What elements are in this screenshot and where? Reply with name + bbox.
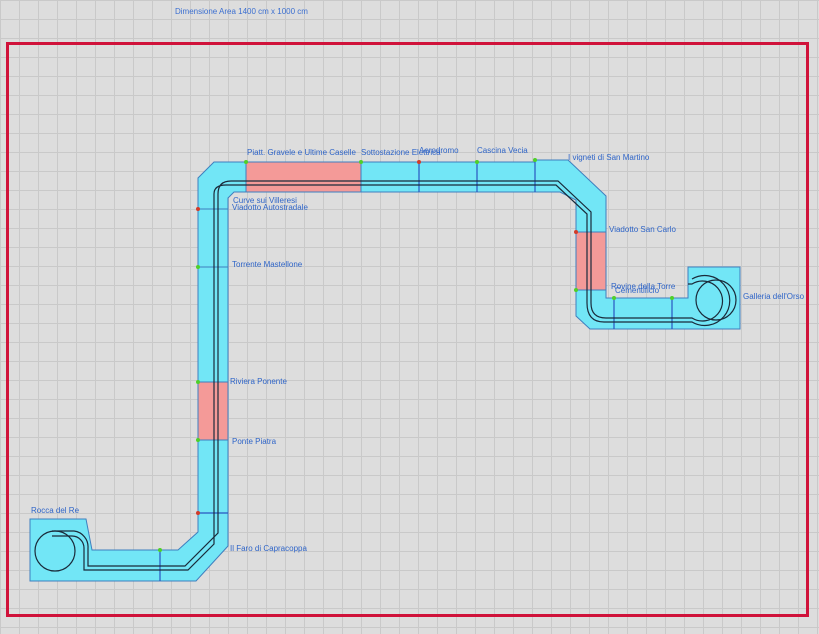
connection-points — [158, 158, 674, 552]
module-rovine-curve[interactable] — [575, 289, 615, 330]
label-sottostazione: Sottostazione Elettrica — [361, 148, 441, 157]
label-cementificio: Cementificio — [615, 286, 660, 295]
module-piattaforma[interactable] — [245, 161, 362, 193]
layout-area-border — [6, 42, 809, 617]
label-curve: Curve sui Villeresi — [233, 196, 297, 205]
label-ponte: Ponte Piatra — [232, 437, 277, 446]
module-cementificio[interactable] — [613, 297, 673, 330]
module-torrente[interactable] — [197, 208, 229, 268]
label-galleria: Galleria dell'Orso — [743, 292, 805, 301]
rocca-turnaround-loop — [34, 530, 76, 572]
label-cascina: Cascina Vecia — [477, 146, 528, 155]
label-viadotto-san-carlo: Viadotto San Carlo — [609, 225, 677, 234]
module-faro[interactable] — [197, 439, 229, 514]
label-rovine: Rovine della Torre — [611, 282, 676, 291]
label-viadotto-autostradale: Viadotto Autostradale — [232, 203, 308, 212]
label-torrente: Torrente Mastellone — [232, 260, 303, 269]
module-sottostazione[interactable] — [360, 161, 420, 193]
module-labels: Rocca del Re Il Faro di Capracoppa Ponte… — [31, 146, 805, 553]
track-line — [34, 180, 737, 572]
module-aerodromo[interactable] — [418, 161, 478, 193]
label-riviera: Riviera Ponente — [230, 377, 287, 386]
module-vigneti-curve[interactable] — [534, 159, 607, 233]
module-rocca-loop[interactable] — [29, 518, 161, 582]
main-track-outer — [52, 180, 724, 567]
label-vigneti: I vigneti di San Martino — [568, 153, 650, 162]
module-cascina[interactable] — [476, 161, 536, 193]
main-track-inner — [52, 184, 731, 571]
module-ponte-piatra[interactable] — [197, 381, 229, 441]
area-dimension-label: Dimensione Area 1400 cm x 1000 cm — [175, 7, 308, 16]
label-aerodromo: Aerodromo — [419, 146, 459, 155]
label-rocca: Rocca del Re — [31, 506, 80, 515]
module-riviera[interactable] — [197, 266, 229, 383]
label-faro: Il Faro di Capracoppa — [230, 544, 307, 553]
galleria-turnaround-loop — [695, 279, 737, 321]
label-piattaforma: Piatt. Gravele e Ultime Caselle — [247, 148, 356, 157]
module-group — [29, 159, 741, 582]
